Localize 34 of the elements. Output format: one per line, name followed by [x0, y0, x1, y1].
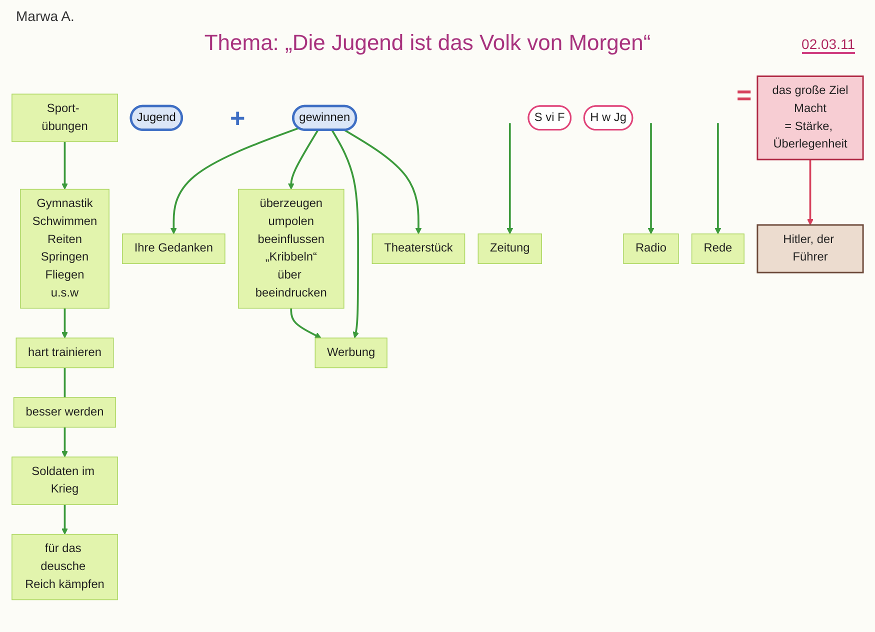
arrow — [714, 123, 722, 234]
arrow — [61, 504, 68, 535]
connector — [64, 368, 66, 398]
arrow — [506, 123, 514, 234]
node-box: das große Ziel Macht = Stärke, Überlegenheit — [756, 76, 864, 160]
node-box: für das deusche Reich kämpfen — [12, 534, 118, 600]
node-box: Zeitung — [478, 234, 542, 264]
arrow — [648, 123, 654, 234]
node-box: hart trainieren — [16, 338, 114, 368]
arrow — [344, 129, 422, 234]
node-box: Ihre Gedanken — [122, 234, 226, 264]
arrow — [290, 308, 322, 338]
date: 02.03.11 — [802, 36, 855, 54]
arrow — [61, 427, 68, 458]
node-box: besser werden — [13, 397, 116, 428]
plus-sign: + — [230, 104, 246, 131]
arrow — [331, 130, 360, 338]
arrow — [806, 160, 814, 226]
title: Thema: „Die Jugend ist das Volk von Morgen“ — [203, 30, 652, 56]
equals-sign: = — [736, 82, 752, 108]
node-box: Rede — [691, 234, 744, 264]
arrow — [170, 127, 300, 234]
arrow — [61, 308, 68, 338]
node-box: Werbung — [314, 338, 388, 368]
author-name: Marwa A. — [16, 8, 74, 24]
node-box: Hitler, der Führer — [756, 224, 864, 274]
node-box: Theaterstück — [372, 234, 466, 264]
node-box: Soldaten im Krieg — [12, 456, 118, 505]
node-box: Gymnastik Schwimmen Reiten Springen Fliegen u.s.w — [20, 188, 110, 309]
node-box: überzeugen umpolen beeinflussen „Kribbeln“ über beeindrucken — [238, 188, 344, 309]
arrow — [288, 130, 319, 190]
node-box: Radio — [623, 234, 679, 264]
arrow — [61, 142, 68, 190]
node-box: Sport- übungen — [12, 94, 118, 142]
